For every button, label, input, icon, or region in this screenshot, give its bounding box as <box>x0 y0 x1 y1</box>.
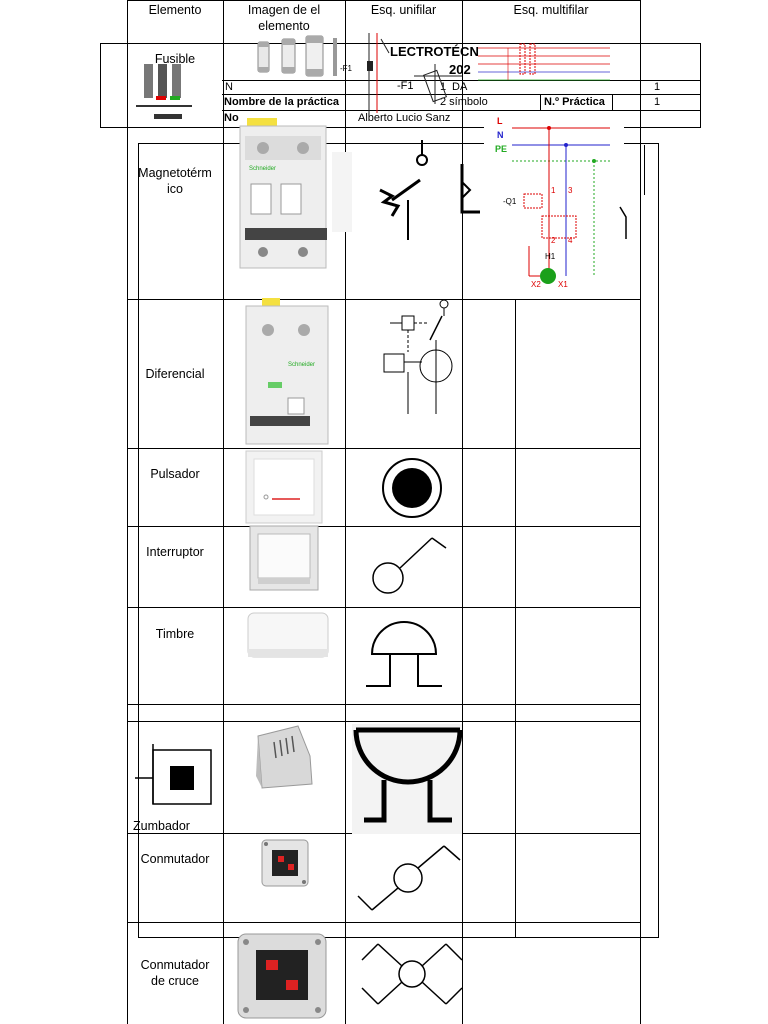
bell-image <box>247 612 329 658</box>
row-label-timbre: Timbre <box>155 627 195 641</box>
schematic-label-q1: -Q1 <box>503 197 517 206</box>
doc-row2-label: Nombre de la práctica <box>224 96 339 108</box>
schematic-label-h1: H1 <box>545 252 556 261</box>
svg-text:Schneider: Schneider <box>288 362 315 368</box>
header-elemento: Elemento <box>148 3 202 17</box>
fuse-holder-icon <box>136 64 192 119</box>
wiring-schematic <box>484 116 624 296</box>
cross-switch-image <box>237 933 327 1019</box>
pushbutton-unifilar-symbol <box>382 458 442 518</box>
schematic-line-n: N <box>497 130 504 140</box>
row-label-interruptor: Interruptor <box>146 545 204 559</box>
two-way-switch-unifilar-symbol <box>357 845 461 911</box>
fuse-box-symbol <box>414 64 462 104</box>
fuse-label: -F1 <box>397 80 414 92</box>
differential-unifilar-symbol <box>383 299 453 414</box>
schematic-label-x1: X1 <box>558 280 568 289</box>
row-label-diferencial: Diferencial <box>145 367 205 381</box>
switch-image <box>249 525 319 591</box>
schematic-label-x2: X2 <box>531 280 541 289</box>
fuse-cartridges-image <box>257 35 337 77</box>
doc-row1-right-fragment: DA <box>452 81 468 93</box>
row-label-conmutador-cruce: Conmutador de cruce <box>140 958 210 988</box>
bell-unifilar-symbol <box>366 621 442 687</box>
header-imagen: Imagen de el elemento <box>247 3 321 33</box>
doc-row3-mid: Alberto Lucio Sanz <box>358 112 451 124</box>
breaker-box-fragment <box>460 164 480 214</box>
fuse-unifilar-symbol <box>367 33 390 113</box>
fuse-label-small: -F1 <box>340 64 352 73</box>
doc-row2-right-label: N.º Práctica <box>544 96 605 108</box>
switch-unifilar-symbol <box>372 537 447 594</box>
cross-switch-unifilar-symbol <box>361 943 463 1005</box>
schematic-label-2: 2 <box>551 236 556 245</box>
doc-row2-value: 1 <box>654 96 661 108</box>
doc-row1-value: 1 <box>654 81 661 93</box>
pushbutton-image <box>245 450 323 524</box>
buzzer-image <box>256 725 313 789</box>
differential-image: Schneider <box>245 298 329 445</box>
buzzer-symbol <box>135 744 212 805</box>
buzzer-unifilar-symbol <box>352 724 463 834</box>
schematic-line-pe: PE <box>495 144 508 154</box>
schematic-label-4: 4 <box>568 236 573 245</box>
row-label-zumbador: Zumbador <box>133 819 190 833</box>
doc-row2-mid: 2 símbolo <box>440 96 488 108</box>
row-label-magnetotermico: Magnetotérm ico <box>138 166 212 196</box>
header-esq-unifilar: Esq. unifilar <box>370 3 437 17</box>
breaker-unifilar-symbol <box>379 140 428 240</box>
doc-title-fragment: LECTROTÉCN <box>390 44 479 59</box>
svg-text:Schneider: Schneider <box>249 166 276 172</box>
header-esq-multifilar: Esq. multifilar <box>513 3 589 17</box>
schematic-label-1: 1 <box>551 186 556 195</box>
fuse-multifilar-schematic <box>478 43 610 81</box>
row-label-fusible: Fusible <box>154 52 196 66</box>
row-label-pulsador: Pulsador <box>150 467 200 481</box>
breaker-image: Schneider <box>239 118 352 269</box>
schematic-line-l: L <box>497 116 503 126</box>
row-label-conmutador: Conmutador <box>140 852 210 866</box>
schematic-edge-fragment <box>619 206 627 239</box>
schematic-label-3: 3 <box>568 186 573 195</box>
doc-year-fragment: 202 <box>449 62 471 77</box>
doc-row1-left: N <box>225 81 233 93</box>
doc-row3-left: No <box>224 112 239 124</box>
two-way-switch-image <box>261 839 309 887</box>
